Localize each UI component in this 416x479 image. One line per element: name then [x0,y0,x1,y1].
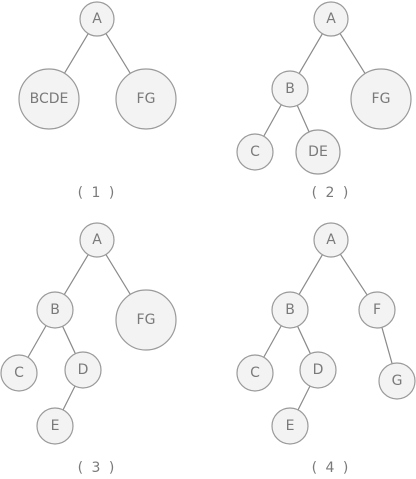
node-circle [18,68,80,130]
edge-b-c [263,104,282,137]
node-e: E [271,407,309,445]
node-de: DE [295,129,341,175]
node-label: C [14,365,24,381]
node-circle [271,70,309,108]
node-label: DE [308,144,328,160]
edge-b-d [297,326,311,354]
node-label: FG [137,312,156,328]
node-label: E [286,418,295,434]
node-fg: FG [115,68,177,130]
tree-3: A B FG C D E ( 3 ) [0,222,177,476]
node-c: C [0,354,38,392]
node-circle [313,1,349,37]
node-b: B [271,70,309,108]
node-circle [295,129,341,175]
edge-a-fg [105,33,131,74]
node-label: D [78,362,89,378]
node-circle [358,291,396,329]
node-label: C [250,144,260,160]
node-circle [115,289,177,351]
node-a: A [313,222,349,258]
edge-f-g [381,327,393,364]
node-circle [299,351,337,389]
edge-a-b [63,254,89,295]
node-fg: FG [350,68,412,130]
node-c: C [236,354,274,392]
edge-d-e [297,385,311,411]
tree-caption: ( 3 ) [78,460,117,476]
edge-a-fg [339,33,366,74]
node-d: D [64,351,102,389]
node-circle [0,354,38,392]
node-a: A [313,1,349,37]
node-d: D [299,351,337,389]
node-label: FG [372,91,391,107]
node-bcde: BCDE [18,68,80,130]
node-circle [115,68,177,130]
node-circle [36,291,74,329]
node-circle [313,222,349,258]
tree-caption: ( 4 ) [312,460,351,476]
edge-b-c [263,325,282,358]
node-circle [271,407,309,445]
node-circle [36,407,74,445]
node-label: A [92,11,102,27]
edge-a-b [298,254,323,295]
node-circle [378,362,416,400]
tree-2: A B FG C DE ( 2 ) [236,1,412,201]
edge-b-de [296,105,310,133]
node-b: B [36,291,74,329]
edge-b-d [62,326,76,354]
edge-d-e [62,385,76,411]
node-circle [79,222,115,258]
node-circle [79,1,115,37]
node-label: A [92,232,102,248]
edge-a-bcde [63,33,89,74]
node-circle [350,68,412,130]
node-b: B [271,291,309,329]
node-circle [271,291,309,329]
edge-a-f [339,253,368,296]
node-circle [236,354,274,392]
node-label: E [51,418,60,434]
node-label: G [392,373,403,389]
tree-1: A BCDE FG ( 1 ) [18,1,177,201]
node-g: G [378,362,416,400]
node-fg: FG [115,289,177,351]
node-label: F [373,302,381,318]
node-label: B [285,302,295,318]
tree-caption: ( 2 ) [312,185,351,201]
node-circle [236,133,274,171]
edge-b-c [27,325,47,358]
edge-a-b [298,33,323,74]
tree-caption: ( 1 ) [78,185,117,201]
node-circle [64,351,102,389]
node-f: F [358,291,396,329]
node-label: C [250,365,260,381]
node-label: B [50,302,60,318]
node-label: B [285,81,295,97]
node-a: A [79,1,115,37]
node-label: BCDE [30,91,69,107]
node-label: A [326,11,336,27]
node-label: D [313,362,324,378]
node-label: FG [137,91,156,107]
node-e: E [36,407,74,445]
edge-a-fg [105,254,131,295]
node-a: A [79,222,115,258]
node-c: C [236,133,274,171]
tree-4: A B F C D G E ( 4 ) [236,222,416,476]
node-label: A [326,232,336,248]
